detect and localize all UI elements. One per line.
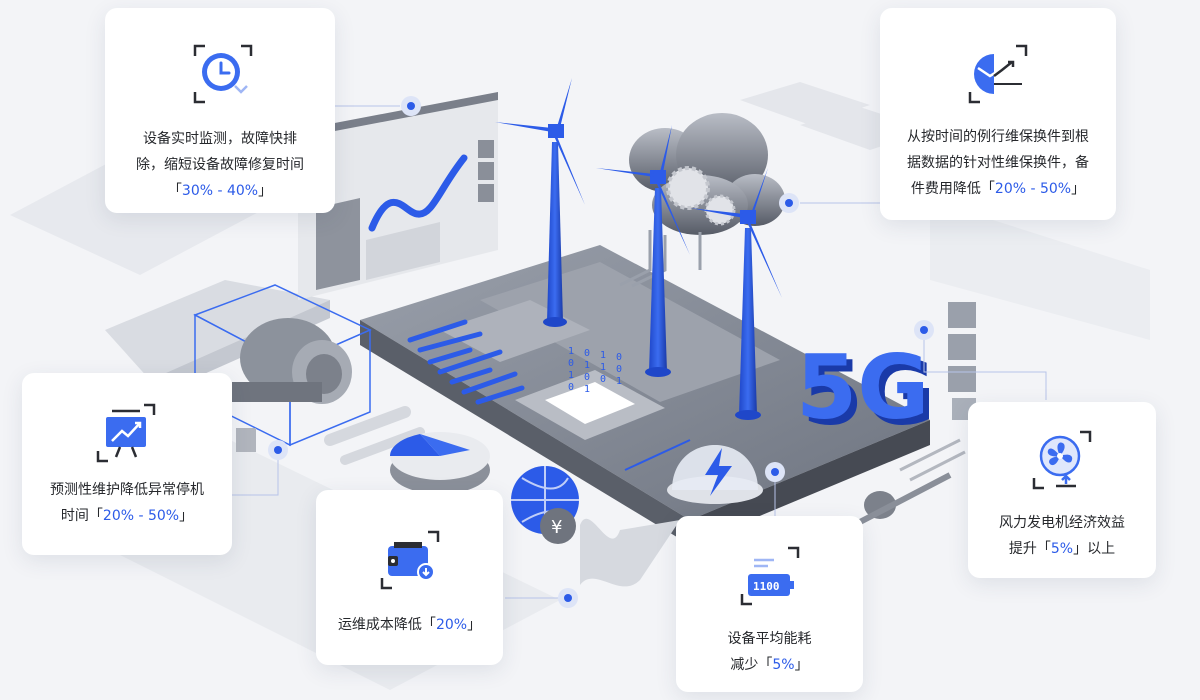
card-2-line-2: 据数据的针对性维保换件，备 — [907, 155, 1089, 171]
card-2-line-3: 件费用降低「20% - 50%」 — [910, 181, 1086, 197]
card-3-line-1: 预测性维护降低异常停机 — [50, 482, 204, 498]
svg-text:1100: 1100 — [753, 580, 780, 593]
platform-bar-graph — [407, 319, 525, 405]
benefit-card-turbine-efficiency: 风力发电机经济效益 提升「5%」以上 — [968, 402, 1156, 578]
card-5-highlight: 5% — [772, 657, 795, 673]
wind-turbine-1 — [495, 78, 585, 327]
card-2-highlight: 20% - 50% — [994, 181, 1072, 197]
svg-text:5G: 5G — [802, 342, 935, 445]
stacked-cubes — [948, 302, 976, 420]
card-3-line-2: 时间「20% - 50%」 — [60, 508, 194, 524]
wind-turbine-3 — [690, 168, 782, 420]
paper-curl — [580, 518, 680, 587]
5g-badge: 5G 5G — [796, 336, 935, 445]
benefit-card-repair-time: 设备实时监测，故障快排 除，缩短设备故障修复时间 「30% - 40%」 — [105, 8, 335, 213]
card-6-line-1: 风力发电机经济效益 — [999, 515, 1125, 531]
motor-unit — [193, 284, 372, 447]
wind-turbine-2 — [596, 125, 690, 377]
card-4-highlight: 20% — [435, 617, 468, 633]
benefit-card-energy: 1100 设备平均能耗 减少「5%」 — [676, 516, 863, 692]
card-4-line-1: 运维成本降低「20%」 — [337, 617, 482, 633]
benefit-card-downtime: 预测性维护降低异常停机 时间「20% - 50%」 — [22, 373, 232, 555]
cloud-server — [619, 113, 785, 288]
fan-icon — [1030, 428, 1094, 492]
card-5-line-2: 减少「5%」 — [730, 657, 809, 673]
card-5-line-1: 设备平均能耗 — [727, 631, 812, 647]
globe-coin: ¥ — [511, 466, 579, 544]
wallet-icon — [378, 528, 442, 592]
dashboard-screen — [298, 92, 498, 300]
benefit-card-spare-parts: 从按时间的例行维保换件到根 据数据的针对性维保换件，备 件费用降低「20% - … — [880, 8, 1116, 220]
card-1-highlight: 30% - 40% — [181, 183, 259, 199]
main-platform — [360, 245, 930, 545]
svg-text:5G: 5G — [796, 336, 929, 439]
connector-lines — [232, 105, 1047, 599]
trend-chart-icon — [966, 42, 1030, 106]
card-6-highlight: 5% — [1050, 541, 1074, 557]
lightning-dome — [667, 445, 763, 504]
battery-icon: 1100 — [738, 544, 802, 608]
pie-chart-model — [390, 432, 490, 494]
card-6-line-2: 提升「5%」以上 — [1008, 541, 1116, 557]
clock-icon — [191, 42, 255, 106]
card-2-line-1: 从按时间的例行维保换件到根 — [907, 129, 1089, 145]
presentation-chart-icon — [94, 401, 158, 465]
svg-text:¥: ¥ — [551, 517, 562, 538]
card-3-highlight: 20% - 50% — [102, 508, 180, 524]
card-1-line-1: 设备实时监测，故障快排 — [143, 131, 297, 147]
benefit-card-om-cost: 运维成本降低「20%」 — [316, 490, 503, 665]
pipe-bars — [324, 406, 425, 465]
card-1-line-2: 除，缩短设备故障修复时间 — [136, 157, 304, 173]
connector-dots — [268, 96, 934, 608]
card-1-line-3: 「30% - 40%」 — [167, 183, 273, 199]
